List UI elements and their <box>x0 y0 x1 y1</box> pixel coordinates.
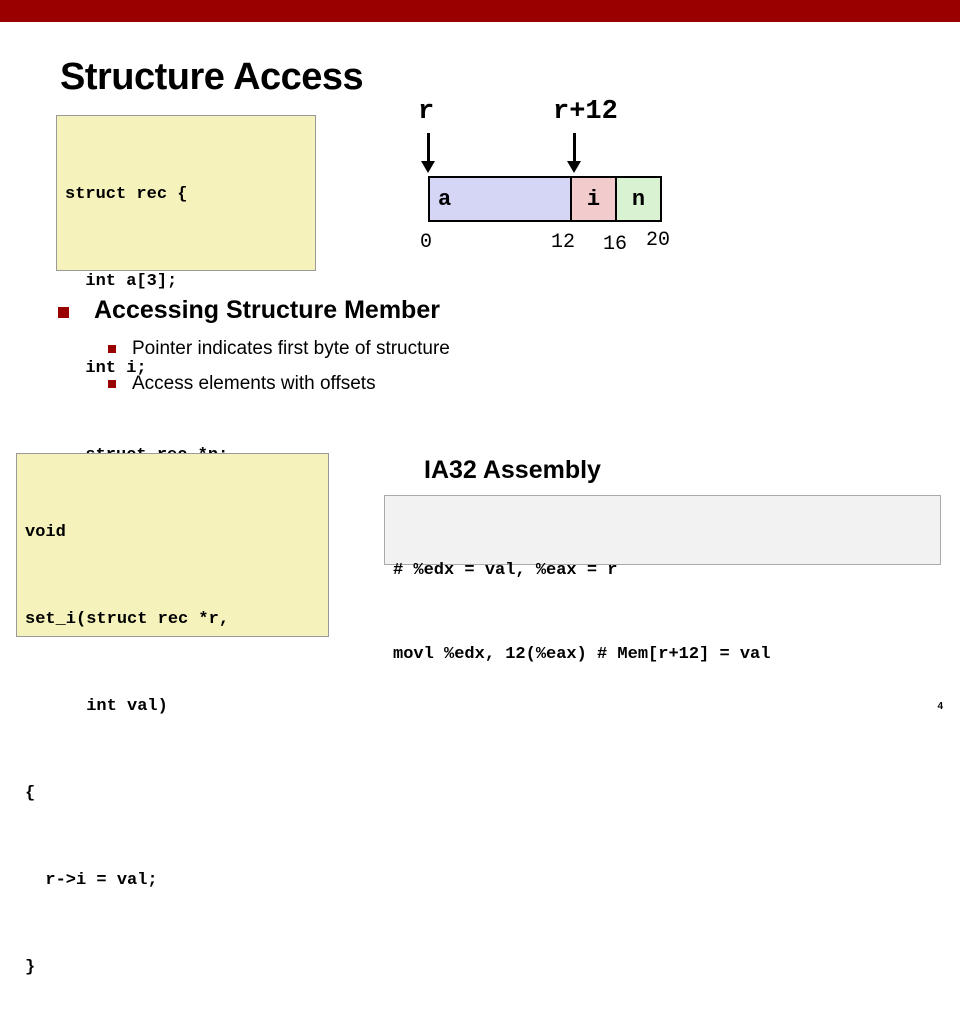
function-code: void set_i(struct rec *r, int val) { r->… <box>16 453 329 977</box>
asm-line: # %edx = val, %eax = r <box>393 561 618 580</box>
code-line: int val) <box>25 697 168 716</box>
bullet-heading: Accessing Structure Member <box>58 296 658 325</box>
code-line: int i; <box>65 359 147 378</box>
pointer-arrow-r <box>421 133 435 173</box>
assembly-heading: IA32 Assembly <box>424 456 601 484</box>
field-n-label: n <box>631 186 646 212</box>
code-line: int a[3]; <box>65 272 178 291</box>
field-i-label: i <box>586 186 601 212</box>
field-a: a <box>428 176 572 222</box>
offset-label: 20 <box>646 229 671 252</box>
sub-bullet-text: Access elements with offsets <box>132 373 376 394</box>
slide-title: Structure Access <box>60 56 364 98</box>
top-accent-bar <box>0 0 960 22</box>
field-n: n <box>615 176 662 222</box>
code-line: r->i = val; <box>25 871 158 890</box>
offset-label: 12 <box>551 231 576 254</box>
offset-label: 0 <box>420 231 433 254</box>
pointer-label-r-plus-12: r+12 <box>553 97 618 127</box>
bullet-heading-text: Accessing Structure Member <box>94 296 440 324</box>
code-line: } <box>25 958 36 977</box>
code-line: void <box>25 523 66 542</box>
square-bullet-icon <box>108 345 116 353</box>
bullet-list: Accessing Structure Member Pointer indic… <box>58 296 658 395</box>
field-i: i <box>570 176 617 222</box>
pointer-arrow-r-plus-12 <box>567 133 581 173</box>
code-line: { <box>25 784 36 803</box>
asm-line: movl %edx, 12(%eax) # Mem[r+12] = val <box>393 645 771 664</box>
sub-bullet: Pointer indicates first byte of structur… <box>108 338 658 360</box>
sub-bullet: Access elements with offsets <box>108 373 658 395</box>
assembly-code: # %edx = val, %eax = r movl %edx, 12(%ea… <box>384 495 941 664</box>
sub-bullet-text: Pointer indicates first byte of structur… <box>132 338 450 359</box>
square-bullet-icon <box>108 380 116 388</box>
offset-label: 16 <box>603 233 628 256</box>
page-number: 4 <box>937 701 943 712</box>
pointer-label-r: r <box>418 97 435 127</box>
struct-definition-code: struct rec { int a[3]; int i; struct rec… <box>56 115 316 552</box>
code-line: set_i(struct rec *r, <box>25 610 230 629</box>
code-line: struct rec { <box>65 185 188 204</box>
field-a-label: a <box>438 186 452 212</box>
square-bullet-icon <box>58 306 69 318</box>
